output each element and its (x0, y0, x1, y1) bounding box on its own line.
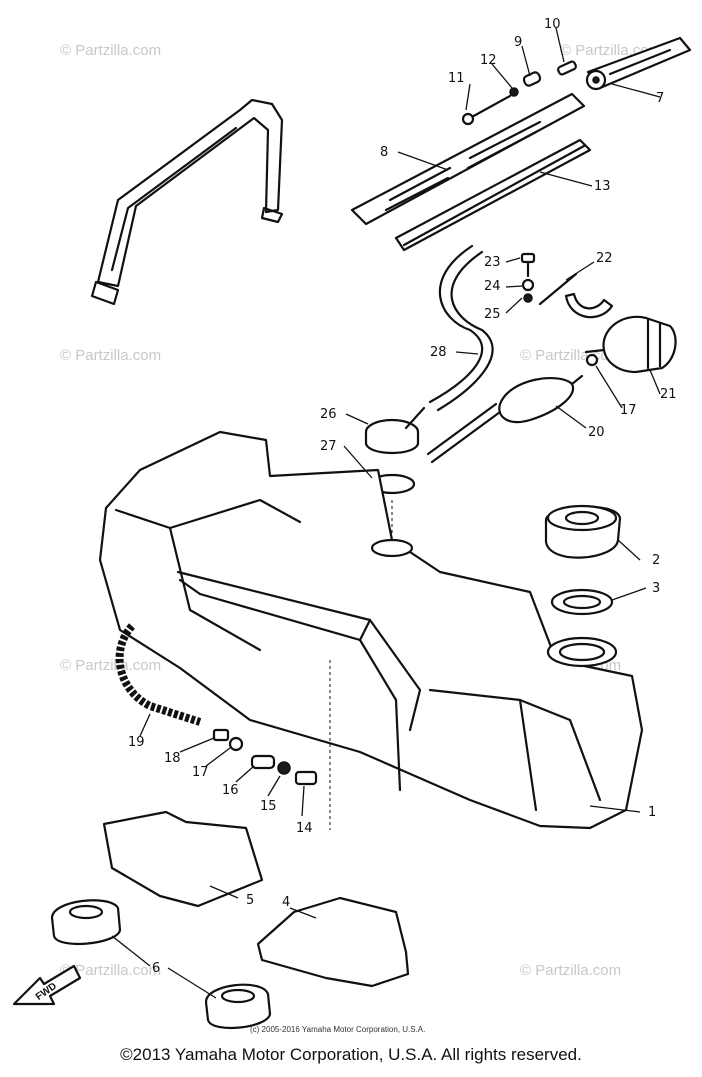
watermark: © Partzilla.com (60, 657, 161, 674)
callout-18: 18 (164, 751, 181, 766)
callout-14: 14 (296, 821, 313, 836)
part-19-fuel-hose (115, 623, 202, 726)
part-23-bolt (520, 252, 536, 278)
part-10-pin (557, 60, 577, 76)
part-17-clip (585, 353, 599, 367)
callouts: 10 9 12 11 7 8 13 23 24 25 22 28 21 17 2… (128, 17, 677, 976)
callout-25: 25 (484, 307, 501, 322)
part-8-strap (350, 92, 586, 226)
part-16-joint (250, 754, 276, 770)
callout-16: 16 (222, 783, 239, 798)
part-15-washer (277, 761, 291, 775)
callout-11: 11 (448, 71, 465, 86)
callout-22: 22 (596, 251, 613, 266)
leader-lines (111, 27, 661, 999)
callout-19: 19 (128, 735, 145, 750)
part-25-nut (523, 293, 533, 303)
callout-13: 13 (594, 179, 611, 194)
part-7-strap-hinge (585, 36, 692, 91)
part-14-drain-plug (294, 770, 318, 786)
inner-copyright: (c) 2005-2016 Yamaha Motor Corporation, … (250, 1025, 425, 1034)
part-22-filter-bracket (538, 272, 614, 319)
part-11-bolt (461, 94, 512, 126)
watermark: © Partzilla.com (60, 962, 161, 979)
callout-8: 8 (380, 145, 388, 160)
callout-15: 15 (260, 799, 277, 814)
callout-3: 3 (652, 581, 660, 596)
callout-9: 9 (514, 35, 522, 50)
part-21-fuel-filter (584, 315, 677, 374)
part-24-washer (521, 278, 535, 292)
part-3-gasket (550, 588, 614, 616)
callout-17: 17 (620, 403, 637, 418)
fwd-arrow: FWD (12, 964, 82, 1006)
part-6-spacer (204, 983, 272, 1030)
tank-neck (370, 538, 414, 558)
callout-23: 23 (484, 255, 501, 270)
callout-27: 27 (320, 439, 337, 454)
callout-28: 28 (430, 345, 447, 360)
callout-26: 26 (320, 407, 337, 422)
callout-17: 17 (192, 765, 209, 780)
callout-10: 10 (544, 17, 561, 32)
part-9-collar (522, 71, 542, 87)
part-4-pad (256, 896, 410, 988)
part-5-pad (102, 810, 264, 908)
callout-20: 20 (588, 425, 605, 440)
part-20-fuel-pickup (426, 374, 584, 464)
callout-4: 4 (282, 895, 290, 910)
filler-neck (546, 636, 618, 668)
part-2-filler-cap (544, 504, 622, 559)
part-12-washer (509, 87, 519, 97)
bent-strap (90, 98, 284, 306)
part-13-rubber-pad (394, 138, 592, 252)
part-26-vent-valve (364, 406, 426, 454)
callout-5: 5 (246, 893, 254, 908)
watermark: © Partzilla.com (520, 962, 621, 979)
part-1-fuel-tank (98, 430, 644, 830)
watermark: © Partzilla.com (60, 42, 161, 59)
callout-24: 24 (484, 279, 501, 294)
part-17-clamp (228, 736, 244, 752)
part-18-hose-end (212, 728, 230, 742)
watermark: © Partzilla.com (60, 347, 161, 364)
callout-7: 7 (656, 91, 664, 106)
callout-6: 6 (152, 961, 160, 976)
fuel-tank-parts-diagram: © Partzilla.com © Partzilla.com © Partzi… (12, 17, 692, 1034)
callout-12: 12 (480, 53, 497, 68)
callout-21: 21 (660, 387, 677, 402)
footer-copyright: ©2013 Yamaha Motor Corporation, U.S.A. A… (120, 1045, 582, 1064)
part-6-spacer (50, 899, 122, 946)
callout-1: 1 (648, 805, 656, 820)
callout-2: 2 (652, 553, 660, 568)
part-28-breather-hose (428, 244, 494, 412)
